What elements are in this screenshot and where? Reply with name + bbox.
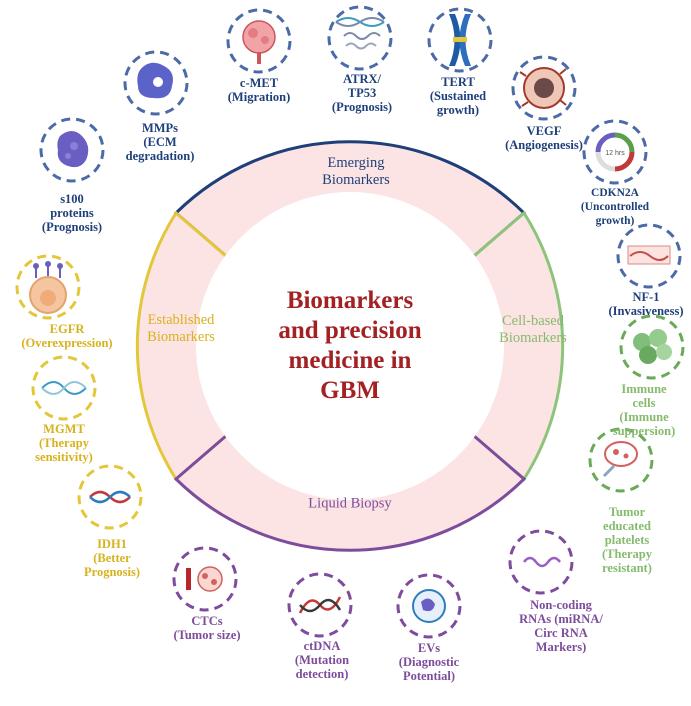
emerging-title: Emerging Biomarkers xyxy=(322,155,390,188)
platelet-icon xyxy=(602,441,638,478)
vegf-label: VEGF (Angiogenesis) xyxy=(505,124,583,152)
mmps-label: MMPs (ECM degradation) xyxy=(125,121,195,163)
tumor-vessel-icon xyxy=(519,67,567,109)
nf1-label: NF-1 (Invasiveness) xyxy=(608,290,684,318)
immune-cluster-icon xyxy=(633,329,672,364)
idh1-label: IDH1 (Better Prognosis) xyxy=(83,537,141,579)
mgmt-label: MGMT (Therapy sensitivity) xyxy=(35,422,93,464)
tissue-icon xyxy=(627,245,671,265)
tert-circle xyxy=(427,7,493,73)
mmps-circle xyxy=(123,50,189,116)
protein-blob-icon xyxy=(137,62,173,99)
receptor-cell-icon xyxy=(29,261,67,314)
tert-label: TERT (Sustained growth) xyxy=(429,75,487,117)
ctdna-circle xyxy=(287,572,353,638)
ctcs-label: CTCs (Tumor size) xyxy=(173,614,241,642)
vesicle-icon xyxy=(412,589,446,623)
s100-circle xyxy=(39,117,105,183)
egfr-label: EGFR (Overexpression) xyxy=(21,322,113,350)
atrx-circle xyxy=(327,5,393,71)
nf1-circle xyxy=(616,223,682,289)
evs-label: EVs (Diagnostic Potential) xyxy=(398,641,460,683)
cell-based-title: Cell-based Biomarkers xyxy=(499,313,567,346)
ctdna-label: ctDNA (Mutation detection) xyxy=(294,639,350,681)
cdkn2a-circle xyxy=(582,119,648,185)
tube-cells-icon xyxy=(186,566,223,592)
established-title: Established Biomarkers xyxy=(147,312,215,345)
idh1-circle xyxy=(77,464,143,530)
cdkn2a-chart-label: 12 hrs xyxy=(605,150,625,157)
cdkn2a-label: CDKN2A (Uncontrolled growth) xyxy=(580,187,650,227)
atrx-label: ATRX/ TP53 (Prognosis) xyxy=(331,72,393,114)
ncrna-circle xyxy=(508,529,574,595)
cell-cycle-icon: 12 hrs xyxy=(595,132,635,172)
chromosome-icon xyxy=(449,14,471,66)
immune-circle xyxy=(619,314,685,380)
dna-strand-icon xyxy=(89,490,131,504)
ctdna-helix-icon xyxy=(298,596,342,614)
center-title: Biomarkers and precision medicine in GBM xyxy=(278,287,422,404)
cmet-circle xyxy=(226,8,292,74)
center-disc xyxy=(196,192,504,500)
ctcs-circle xyxy=(172,546,238,612)
vegf-circle xyxy=(511,55,577,121)
protein-cluster-icon xyxy=(57,131,89,168)
platelets-label: Tumor educated platelets (Therapy resist… xyxy=(602,505,652,575)
evs-circle xyxy=(396,573,462,639)
ncrna-label: Non-coding RNAs (miRNA/ Circ RNA Markers… xyxy=(519,598,603,654)
dna-helix-icon xyxy=(335,17,385,50)
cmet-cell-icon xyxy=(242,20,276,64)
mgmt-circle xyxy=(31,355,97,421)
cmet-label: c-MET (Migration) xyxy=(227,76,291,104)
immune-label: Immune cells (Immune suppersion) xyxy=(612,382,676,438)
dna-repair-icon xyxy=(41,381,87,395)
rna-wave-icon xyxy=(523,556,561,568)
platelets-circle xyxy=(588,427,654,493)
egfr-circle xyxy=(15,254,81,320)
liquid-biopsy-title: Liquid Biopsy xyxy=(308,495,392,512)
s100-label: s100 proteins (Prognosis) xyxy=(41,192,103,234)
